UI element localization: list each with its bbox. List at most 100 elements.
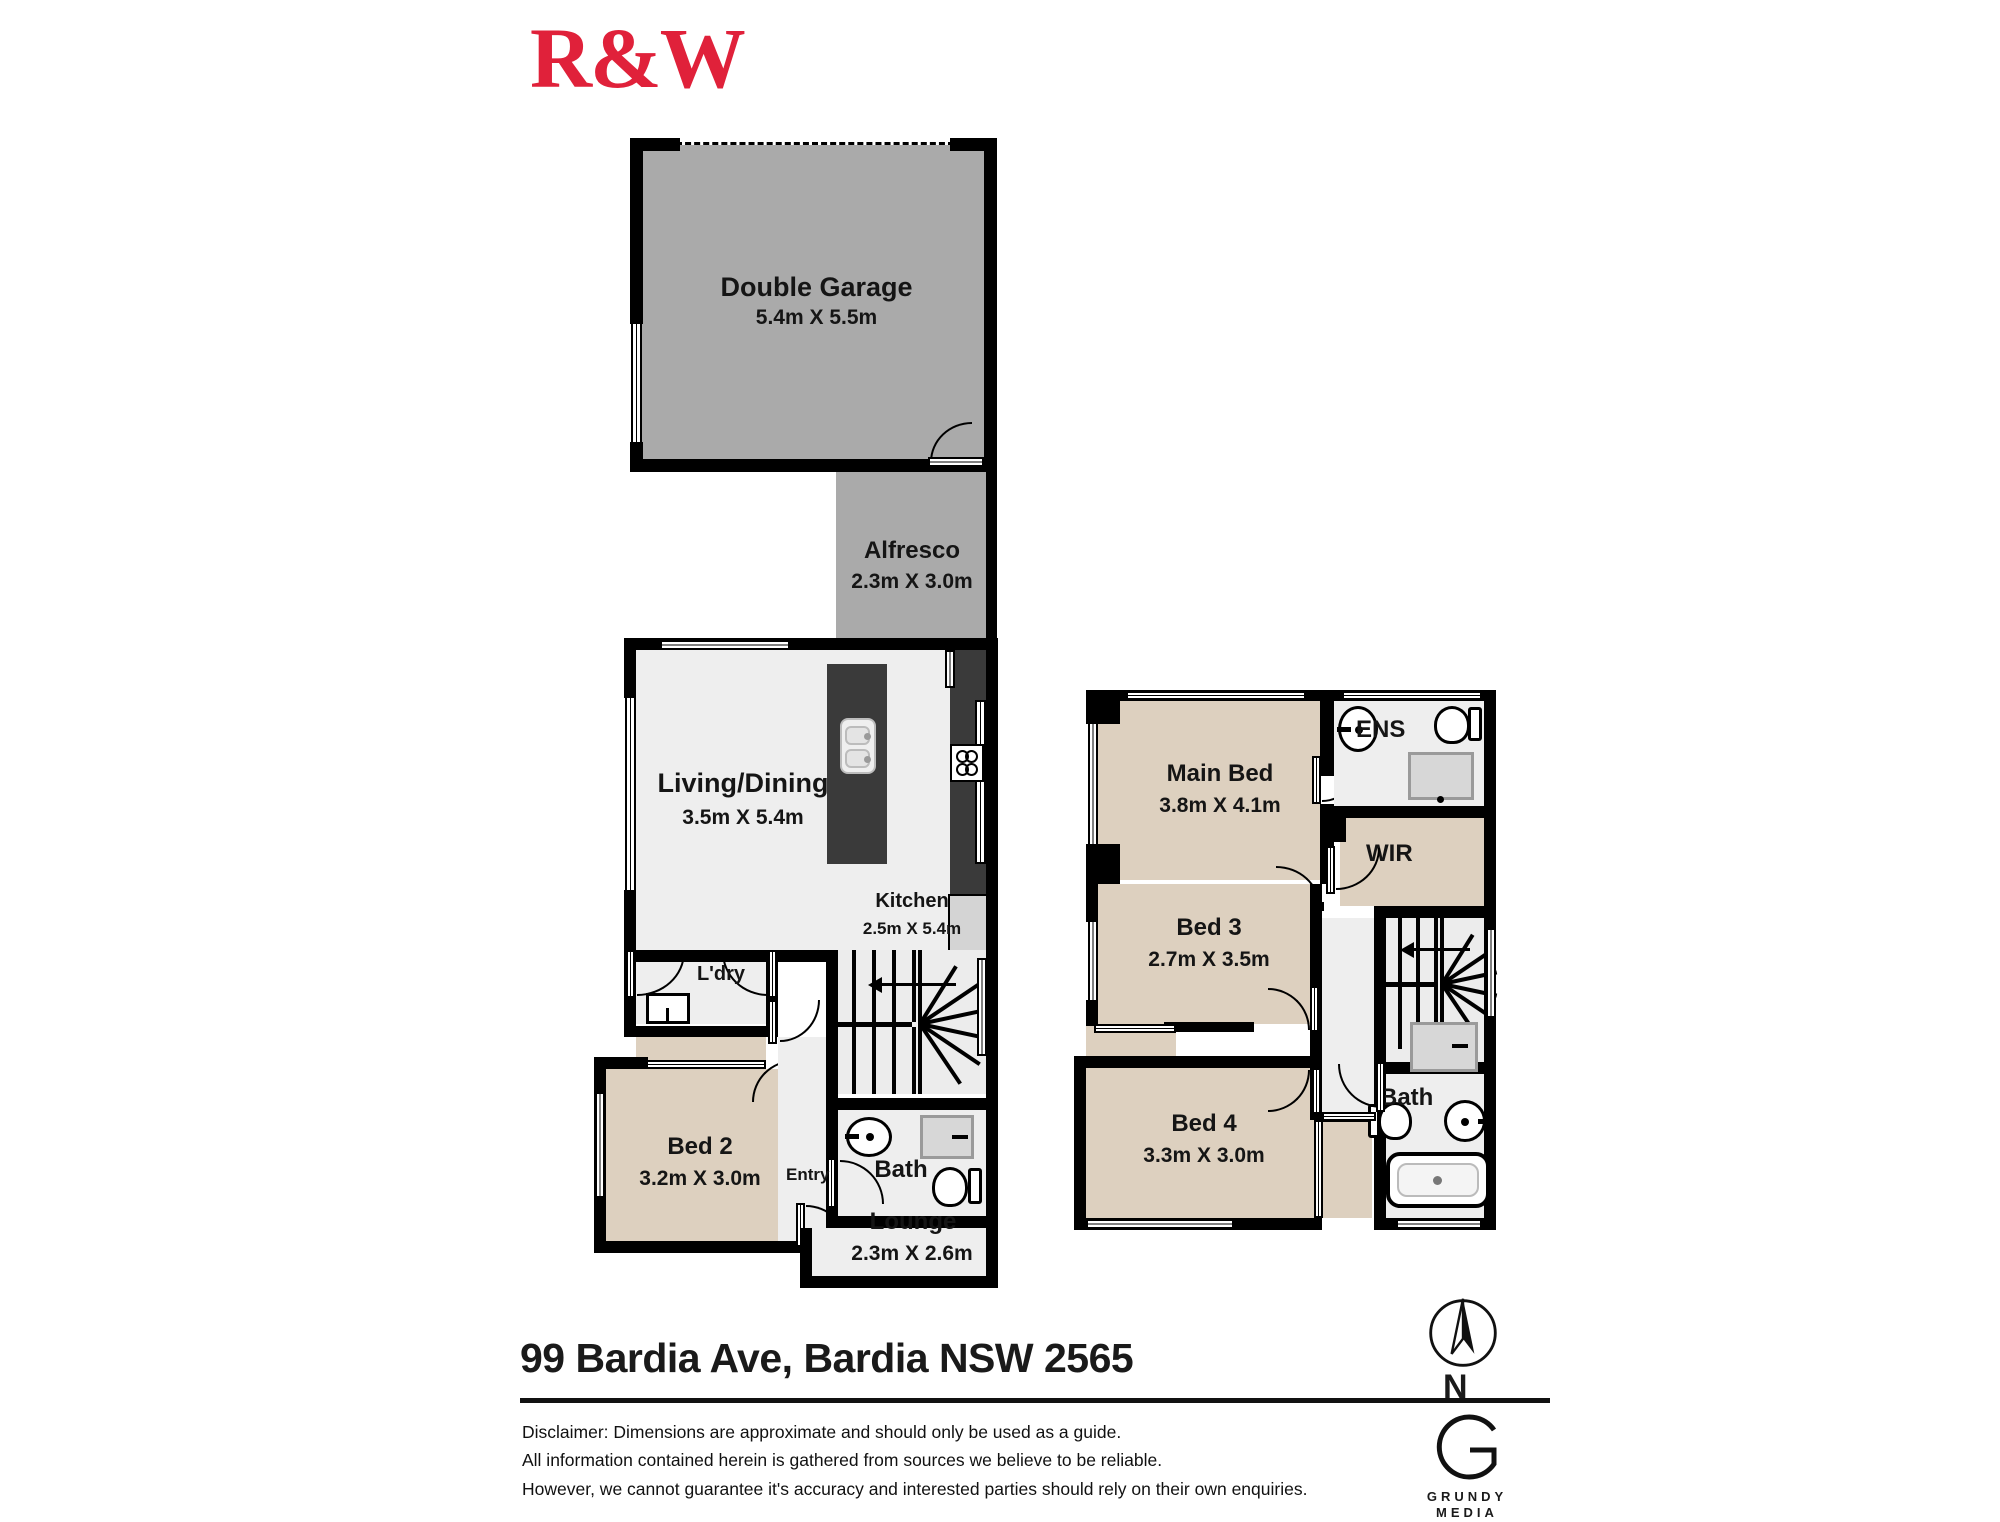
bed3-label: Bed 3 [1176, 914, 1242, 941]
compass-icon [1429, 1298, 1497, 1367]
bed3-wall-left-b [1086, 1000, 1098, 1026]
garage-wall-left-upper [630, 138, 643, 324]
kitchen-dimension: 2.5m X 5.4m [862, 919, 962, 938]
basin-upper-plug [1461, 1118, 1469, 1126]
shower-ens [1408, 752, 1474, 800]
living-wall-left-b [624, 890, 636, 962]
rw-logo: R&W [530, 10, 746, 106]
bathtub-upper [1386, 1152, 1490, 1208]
wir-door-leaf [1326, 846, 1335, 894]
bed4-door-leaf [1312, 1068, 1321, 1114]
bath-upper-label: Bath [1380, 1084, 1434, 1111]
stair-direction-line-upper [1412, 948, 1470, 951]
entry-label: Entry [786, 1165, 830, 1184]
main-bed-wall-right-a [1320, 690, 1334, 776]
garage-wall-right [984, 138, 997, 472]
grundy-sub: MEDIA [1436, 1505, 1498, 1521]
kitchen-pantry [948, 894, 988, 956]
garage-floor [639, 145, 994, 465]
kitchen-window-right [975, 700, 986, 864]
bed4-wall-left [1074, 1056, 1086, 1230]
bed3-wall-left-a [1086, 884, 1098, 922]
living-dining-dimension: 3.5m X 5.4m [682, 806, 804, 829]
grundy-media-logo: GRUNDY MEDIA [1412, 1410, 1522, 1522]
kitchen-tap-a [864, 733, 871, 740]
stair-tread [912, 1027, 916, 1094]
living-window-left [625, 696, 636, 892]
disclaimer-line-3: However, we cannot guarantee it's accura… [522, 1478, 1308, 1499]
main-bed-floor [1120, 700, 1320, 880]
stair-tread [892, 950, 896, 1022]
bed3-robe-wall [1164, 1022, 1254, 1032]
living-wall-left-a [624, 638, 636, 698]
bed3-wall-bottom [1086, 1056, 1322, 1068]
bed2-robe-doors [636, 1060, 766, 1069]
stairs-upper-window [1486, 928, 1496, 1018]
toilet-ground [932, 1167, 968, 1207]
toilet-ens-cistern [1468, 707, 1482, 741]
hall-door-arc [780, 1000, 820, 1042]
garage-wall-bottom [630, 459, 997, 472]
grundy-g-icon [1436, 1414, 1497, 1480]
kitchen-label: Kitchen [875, 890, 949, 912]
lounge-wall-right [986, 1216, 998, 1288]
stair-tread [872, 1027, 876, 1094]
stairs-upper-mid-rail [1374, 982, 1438, 987]
alfresco-dimension: 2.3m X 3.0m [851, 570, 973, 593]
bath-ground-wall-top [826, 1098, 998, 1110]
ens-label: ENS [1356, 716, 1406, 743]
bed4-label: Bed 4 [1171, 1110, 1237, 1137]
hall-door-leaf [768, 1000, 777, 1044]
stair-direction-arrow-upper [1400, 942, 1414, 958]
property-address: 99 Bardia Ave, Bardia NSW 2565 [520, 1335, 1134, 1381]
bed4-robe-doors [1314, 1120, 1323, 1218]
stairs-wall-left [826, 950, 838, 1110]
lounge-wall-bottom [800, 1276, 998, 1288]
shower-upper-rail [1452, 1044, 1468, 1048]
shower-ground-rail [952, 1135, 968, 1139]
garage-window [631, 322, 642, 444]
stair-tread [852, 1027, 856, 1094]
bath-upper-wall-left [1374, 1122, 1386, 1230]
wir-label: WIR [1366, 840, 1413, 867]
garage-wall-top-left-stub [630, 138, 680, 151]
grundy-name: GRUNDY [1426, 1489, 1508, 1504]
bath-ground-wall-right [986, 1110, 998, 1228]
garage-door-leaf [928, 457, 984, 467]
ens-window [1342, 691, 1482, 700]
laundry-door-leaf-left [626, 950, 635, 998]
bed2-dimension: 3.2m X 3.0m [639, 1167, 761, 1190]
laundry-wall-bottom [624, 1026, 778, 1037]
bed3-robe-doors [1094, 1024, 1176, 1033]
stairs-wall-right [986, 950, 998, 1110]
stairs-upper-wall-top [1374, 906, 1496, 918]
ens-wall-bottom [1334, 806, 1496, 818]
bath-ground-door-leaf [827, 1158, 836, 1208]
stair-tread-upper [1416, 987, 1420, 1049]
bed3-dimension: 2.7m X 3.5m [1148, 948, 1270, 971]
bath-ground-label: Bath [874, 1156, 928, 1183]
basin-ground-plug [866, 1133, 874, 1141]
bed2-wall-top-stub [594, 1057, 648, 1069]
lounge-dimension: 2.3m X 2.6m [851, 1242, 973, 1265]
laundry-label: L'dry [696, 963, 746, 985]
footer-divider [520, 1398, 1550, 1403]
bed2-label: Bed 2 [667, 1133, 733, 1160]
stair-tread [852, 950, 856, 1022]
main-bed-window-top [1126, 691, 1306, 700]
ens-door-leaf [1312, 756, 1321, 804]
linen-door [1322, 1112, 1376, 1121]
lounge-label: Lounge [869, 1208, 957, 1235]
wir-wall-right [1484, 818, 1496, 918]
garage-dimension: 5.4m X 5.5m [755, 306, 878, 329]
lounge-wall-left [800, 1228, 812, 1288]
bed4-dimension: 3.3m X 3.0m [1143, 1144, 1265, 1167]
bed2-wall-bottom [594, 1241, 806, 1253]
basin-ens-plug [1355, 726, 1363, 734]
ens-wall-right [1484, 690, 1496, 818]
bed4-window [1086, 1219, 1234, 1229]
lounge-floor-wide [812, 1228, 988, 1284]
bed4-robe [1322, 1120, 1372, 1218]
toilet-ground-cistern [968, 1168, 982, 1204]
